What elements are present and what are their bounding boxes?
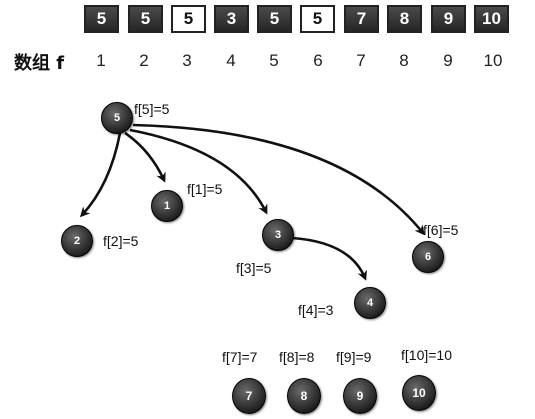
- array-index: 7: [356, 51, 366, 70]
- edge-5-6: [132, 123, 425, 236]
- array-index: 8: [399, 51, 409, 70]
- array-index: 6: [313, 51, 323, 70]
- node-8-label: f[8]=8: [279, 349, 315, 365]
- node-9-label: f[9]=9: [336, 349, 372, 365]
- array-cell-10: 10: [474, 5, 509, 33]
- node-7-label: f[7]=7: [222, 349, 258, 365]
- node-6-label: f[6]=5: [423, 222, 459, 238]
- array-cell-6: 5: [300, 5, 335, 33]
- node-3-label: f[3]=5: [236, 260, 272, 276]
- array-cell-7: 7: [344, 5, 379, 33]
- edge-3-4: [291, 236, 367, 281]
- node-2: 2: [61, 225, 93, 257]
- array-cell-3: 5: [171, 5, 206, 33]
- node-1: 1: [151, 190, 183, 222]
- array-index: 4: [226, 51, 236, 70]
- edge-5-3: [129, 128, 268, 215]
- node-1-label: f[1]=5: [187, 181, 223, 197]
- node-3: 3: [262, 219, 294, 251]
- array-cell-8: 8: [387, 5, 422, 33]
- array-index: 10: [483, 51, 503, 70]
- node-10-label: f[10]=10: [401, 347, 452, 363]
- array-index: 1: [96, 51, 106, 70]
- node-5-label: f[5]=5: [134, 101, 170, 117]
- edge-5-2: [79, 132, 122, 218]
- node-5: 5: [101, 102, 133, 134]
- array-label: 数组 f: [14, 53, 65, 74]
- array-cell-1: 5: [84, 5, 119, 33]
- node-9: 9: [343, 378, 377, 414]
- array-cell-5: 5: [257, 5, 292, 33]
- node-6: 6: [412, 241, 444, 273]
- node-4-label: f[4]=3: [298, 302, 334, 318]
- array-index: 9: [443, 51, 453, 70]
- array-index: 5: [269, 51, 279, 70]
- node-7: 7: [232, 378, 266, 414]
- array-index: 3: [182, 51, 192, 70]
- node-10: 10: [402, 375, 436, 411]
- node-8: 8: [287, 378, 321, 414]
- array-cell-9: 9: [431, 5, 466, 33]
- array-cell-2: 5: [128, 5, 163, 33]
- array-cell-4: 3: [214, 5, 249, 33]
- node-4: 4: [354, 287, 386, 319]
- node-2-label: f[2]=5: [103, 233, 139, 249]
- array-index: 2: [139, 51, 149, 70]
- edge-5-1: [124, 131, 166, 183]
